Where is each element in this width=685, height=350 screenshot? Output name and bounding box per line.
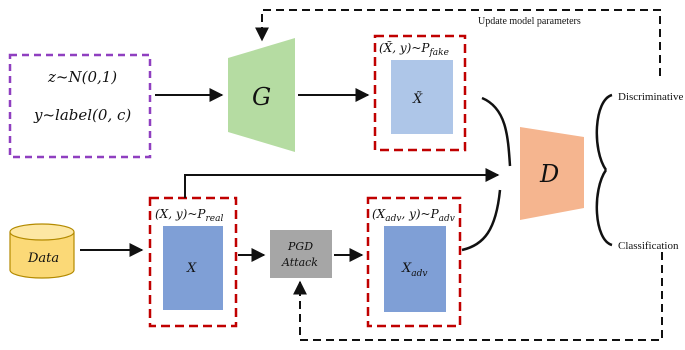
- noise-z-label: z~N(0,1): [47, 68, 117, 86]
- fake-dist-label: (X̃, y)~Pfake: [379, 40, 449, 58]
- real-sample-label: X: [186, 261, 197, 276]
- adv-dist-label: (Xadv, y)~Padv: [372, 207, 455, 224]
- generator-label: G: [252, 83, 271, 111]
- adv-sample-dashed-box: [366, 196, 462, 328]
- classification-output-label: Classification: [618, 240, 679, 252]
- real-sample-box: [163, 226, 223, 310]
- feedback-label: Update model parameters: [478, 16, 581, 27]
- discriminator-block: [520, 127, 584, 220]
- adv-sample-label: Xadv: [401, 261, 427, 279]
- output-brace: [595, 93, 613, 247]
- feedback-path-bottom: [293, 252, 663, 341]
- discriminative-output-label: Discriminative: [618, 91, 683, 103]
- arrow-real-to-discriminator: [184, 168, 500, 198]
- feedback-path-top: [255, 9, 661, 76]
- adv-sample-box: [384, 226, 446, 312]
- generator-block: [228, 38, 295, 152]
- discriminator-label: D: [539, 160, 559, 188]
- data-source: [9, 223, 75, 279]
- pgd-attack-line1: PGD: [287, 240, 313, 253]
- data-label: Data: [27, 251, 59, 266]
- noise-input-box: [8, 53, 152, 159]
- noise-y-label: y~label(0, c): [33, 106, 131, 124]
- fake-sample-box: [391, 60, 453, 134]
- fake-sample-label: X̃: [412, 91, 423, 107]
- adv-merge-brace: [461, 189, 502, 252]
- real-sample-dashed-box: [148, 196, 238, 328]
- pgd-attack-box: [270, 230, 332, 278]
- fake-sample-dashed-box: [373, 34, 467, 152]
- fake-merge-brace: [481, 96, 512, 167]
- real-dist-label: (X, y)~Preal: [155, 207, 223, 224]
- pgd-attack-line2: Attack: [281, 256, 318, 269]
